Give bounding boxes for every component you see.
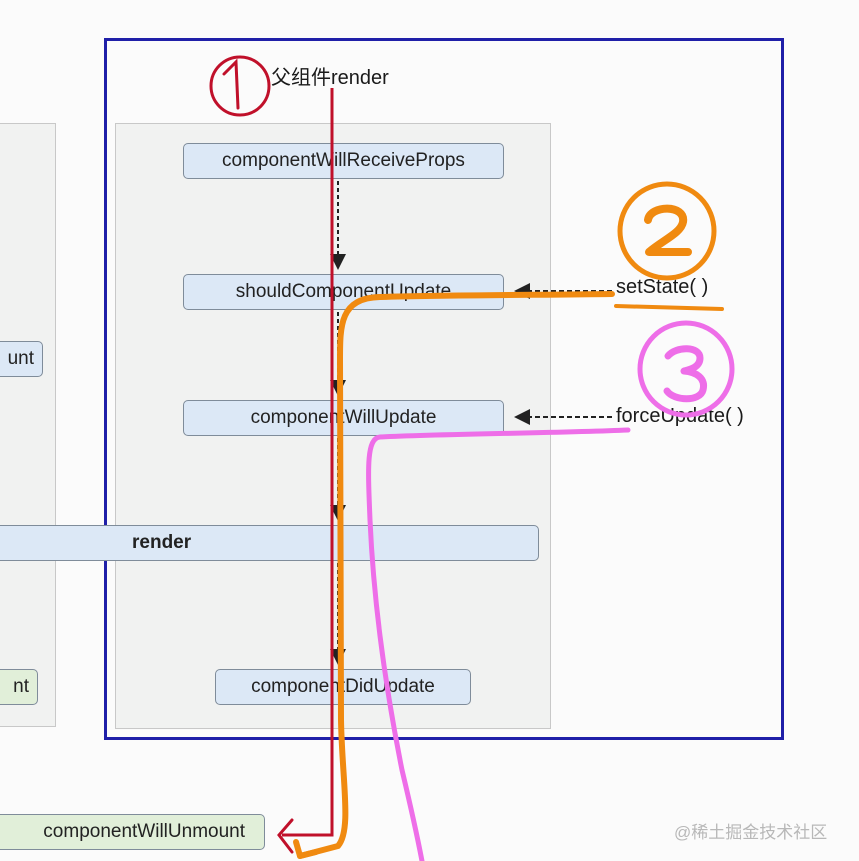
node-component-will-receive-props: componentWillReceiveProps: [183, 143, 504, 179]
parent-render-label: 父组件render: [271, 67, 389, 89]
node-component-did-update-label: componentDidUpdate: [251, 676, 435, 697]
node-component-will-unmount-label: componentWillUnmount: [43, 821, 245, 842]
node-should-component-update-label: shouldComponentUpdate: [235, 281, 452, 302]
node-component-did-update: componentDidUpdate: [215, 669, 471, 705]
node-component-will-update-label: componentWillUpdate: [250, 407, 437, 428]
left-partial-node-did-mount: nt: [0, 669, 38, 705]
node-render: render: [0, 525, 539, 561]
node-should-component-update: shouldComponentUpdate: [183, 274, 504, 310]
left-partial-node-did-mount-label: nt: [13, 676, 29, 697]
node-component-will-unmount: componentWillUnmount: [0, 814, 265, 850]
force-update-label: forceUpdate( ): [616, 405, 744, 427]
set-state-label: setState( ): [616, 276, 709, 298]
left-partial-node-mount: unt: [0, 341, 43, 377]
left-partial-node-mount-label: unt: [7, 348, 34, 369]
watermark: @稀土掘金技术社区: [674, 823, 828, 842]
red-arrow-head: [277, 818, 294, 854]
left-lifecycle-panel: [0, 123, 56, 727]
node-component-will-receive-props-label: componentWillReceiveProps: [222, 150, 465, 171]
node-render-label: render: [132, 532, 192, 553]
orange-arrow-head: [293, 839, 319, 859]
node-component-will-update: componentWillUpdate: [183, 400, 504, 436]
